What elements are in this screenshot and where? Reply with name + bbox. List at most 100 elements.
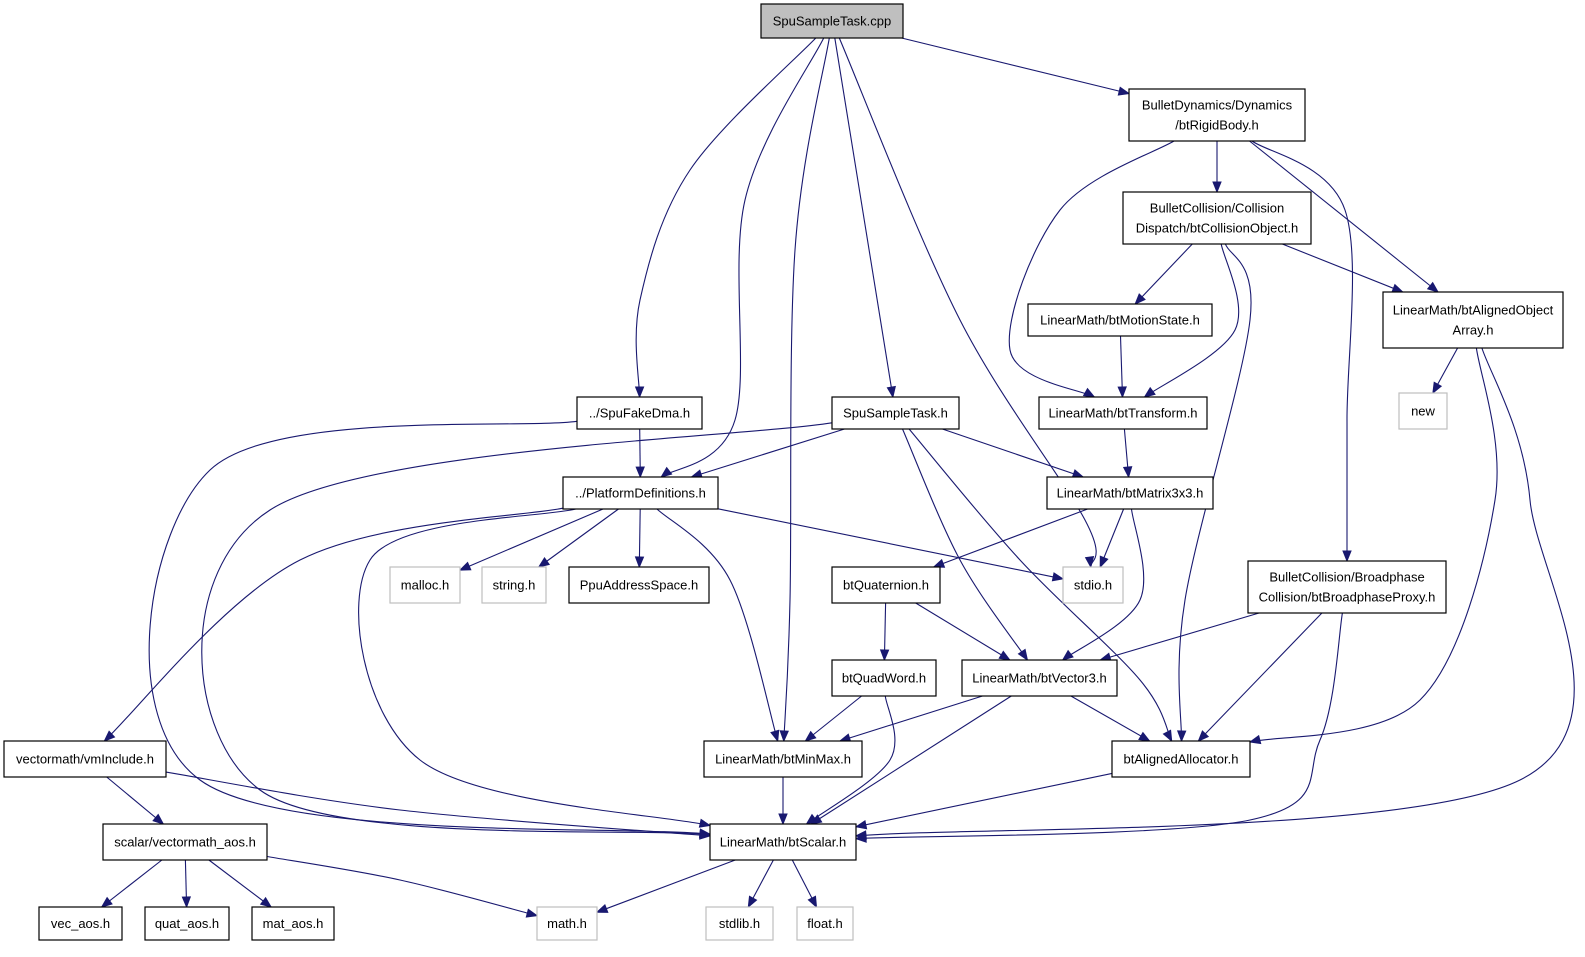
node-label: BulletCollision/Collision [1150,201,1284,216]
edge-line [358,508,711,827]
edge-btcollisionobject-to-btalignedallocator [1176,243,1252,743]
edge-btminmax-to-btscalar [778,777,788,826]
node-label: string.h [493,578,536,593]
edge-line [1070,695,1150,742]
edge-spusampletask_cpp-to-platformdefinitions [660,37,825,478]
arrowhead-icon [1197,730,1210,742]
edge-line [101,859,163,908]
node-btmotionstate[interactable]: LinearMath/btMotionState.h [1027,303,1213,337]
arrowhead-icon [1082,387,1096,398]
node-box [481,566,547,604]
edge-spusampletask_cpp-to-spusampletask_h [834,37,896,399]
node-label: BulletCollision/Broadphase [1269,570,1424,585]
node-quat_aos[interactable]: quat_aos.h [144,906,230,941]
node-box [251,906,335,941]
node-btrigidbody[interactable]: BulletDynamics/Dynamics/btRigidBody.h [1128,88,1306,142]
arrowhead-icon [660,466,673,478]
edge-spusampletask_h-to-platformdefinitions [690,428,845,479]
edge-line [834,37,894,398]
edge-btrigidbody-to-bttransform [1008,140,1175,398]
node-btvector3[interactable]: LinearMath/btVector3.h [961,659,1118,697]
edge-vectormath_aos-to-mat_aos [208,859,273,908]
edge-btalignedobjectarray-to-new [1432,347,1459,395]
node-btmatrix3x3[interactable]: LinearMath/btMatrix3x3.h [1046,476,1214,510]
edge-line [933,508,1088,568]
node-box [1398,392,1448,430]
edge-line [656,508,779,742]
arrowhead-icon [1099,555,1109,569]
node-label: LinearMath/btMatrix3x3.h [1057,486,1204,501]
edge-line [1100,612,1260,661]
edge-btmotionstate-to-bttransform [1117,335,1127,399]
node-label: malloc.h [401,578,449,593]
node-mat_aos[interactable]: mat_aos.h [251,906,335,941]
edge-btvector3-to-btscalar [810,695,1012,825]
node-btbroadphaseproxy[interactable]: BulletCollision/BroadphaseCollision/btBr… [1247,560,1447,614]
arrowhead-icon [1162,729,1173,743]
node-box [144,906,230,941]
arrowhead-icon [854,819,868,830]
node-btquaternion[interactable]: btQuaternion.h [831,566,941,604]
node-label: Collision/btBroadphaseProxy.h [1259,590,1436,605]
node-btcollisionobject[interactable]: BulletCollision/CollisionDispatch/btColl… [1122,191,1312,245]
node-ppuaddressspace[interactable]: PpuAddressSpace.h [568,566,710,604]
edge-btalignedallocator-to-btscalar [854,772,1113,830]
node-btscalar[interactable]: LinearMath/btScalar.h [709,823,857,861]
edge-platformdefinitions-to-stdio [717,508,1065,582]
edge-line [806,695,896,825]
edge-spusampletask_cpp-to-spufakedma [634,37,817,399]
edge-btvector3-to-btminmax [838,695,983,743]
edge-line [855,612,1343,840]
edge-platformdefinitions-to-ppuaddressspace [634,508,645,569]
edge-btbroadphaseproxy-to-btvector3 [1099,612,1260,662]
arrowhead-icon [770,729,780,743]
node-label: SpuSampleTask.h [843,406,948,421]
node-btalignedallocator[interactable]: btAlignedAllocator.h [1111,740,1251,778]
edge-btalignedobjectarray-to-btalignedallocator [1248,347,1498,745]
edge-btscalar-to-math [595,859,736,913]
edge-btquaternion-to-btvector3 [915,602,1011,661]
arrowhead-icon [181,896,192,909]
arrowhead-icon [1342,550,1352,563]
edge-btscalar-to-float [791,859,818,909]
node-btquadword[interactable]: btQuadWord.h [831,659,937,697]
node-box [831,659,937,697]
node-vmininclude[interactable]: vectormath/vmInclude.h [3,740,167,778]
node-malloc: malloc.h [389,566,461,604]
arrowhead-icon [1426,281,1440,293]
edge-line [1178,243,1252,742]
node-label: math.h [547,916,587,931]
node-label: float.h [807,916,842,931]
arrowhead-icon [152,813,165,825]
arrowhead-icon [1248,734,1262,745]
arrowhead-icon [879,649,890,662]
node-string: string.h [481,566,547,604]
node-platformdefinitions[interactable]: ../PlatformDefinitions.h [562,476,719,510]
node-spusampletask_cpp[interactable]: SpuSampleTask.cpp [760,3,904,39]
node-btminmax[interactable]: LinearMath/btMinMax.h [703,740,863,778]
node-box [961,659,1118,697]
arrowhead-icon [1122,466,1133,479]
arrowhead-icon [1391,283,1404,293]
node-bttransform[interactable]: LinearMath/btTransform.h [1038,396,1208,430]
node-stdio: stdio.h [1062,566,1124,604]
edge-btcollisionobject-to-bttransform [1143,243,1240,398]
arrowhead-icon [634,386,645,399]
node-label: stdlib.h [719,916,760,931]
node-vectormath_aos[interactable]: scalar/vectormath_aos.h [102,823,268,861]
node-box [3,740,167,778]
edge-line [839,695,983,742]
edge-platformdefinitions-to-btscalar [358,508,712,828]
node-label: btQuadWord.h [842,671,926,686]
node-label: /btRigidBody.h [1175,118,1259,133]
node-vec_aos[interactable]: vec_aos.h [38,906,123,941]
edge-line [208,859,272,908]
node-label: new [1411,404,1435,419]
node-spusampletask_h[interactable]: SpuSampleTask.h [831,396,960,430]
arrowhead-icon [1212,181,1222,194]
node-spufakedma[interactable]: ../SpuFakeDma.h [576,396,703,430]
node-box [760,3,904,39]
node-label: btQuaternion.h [843,578,929,593]
